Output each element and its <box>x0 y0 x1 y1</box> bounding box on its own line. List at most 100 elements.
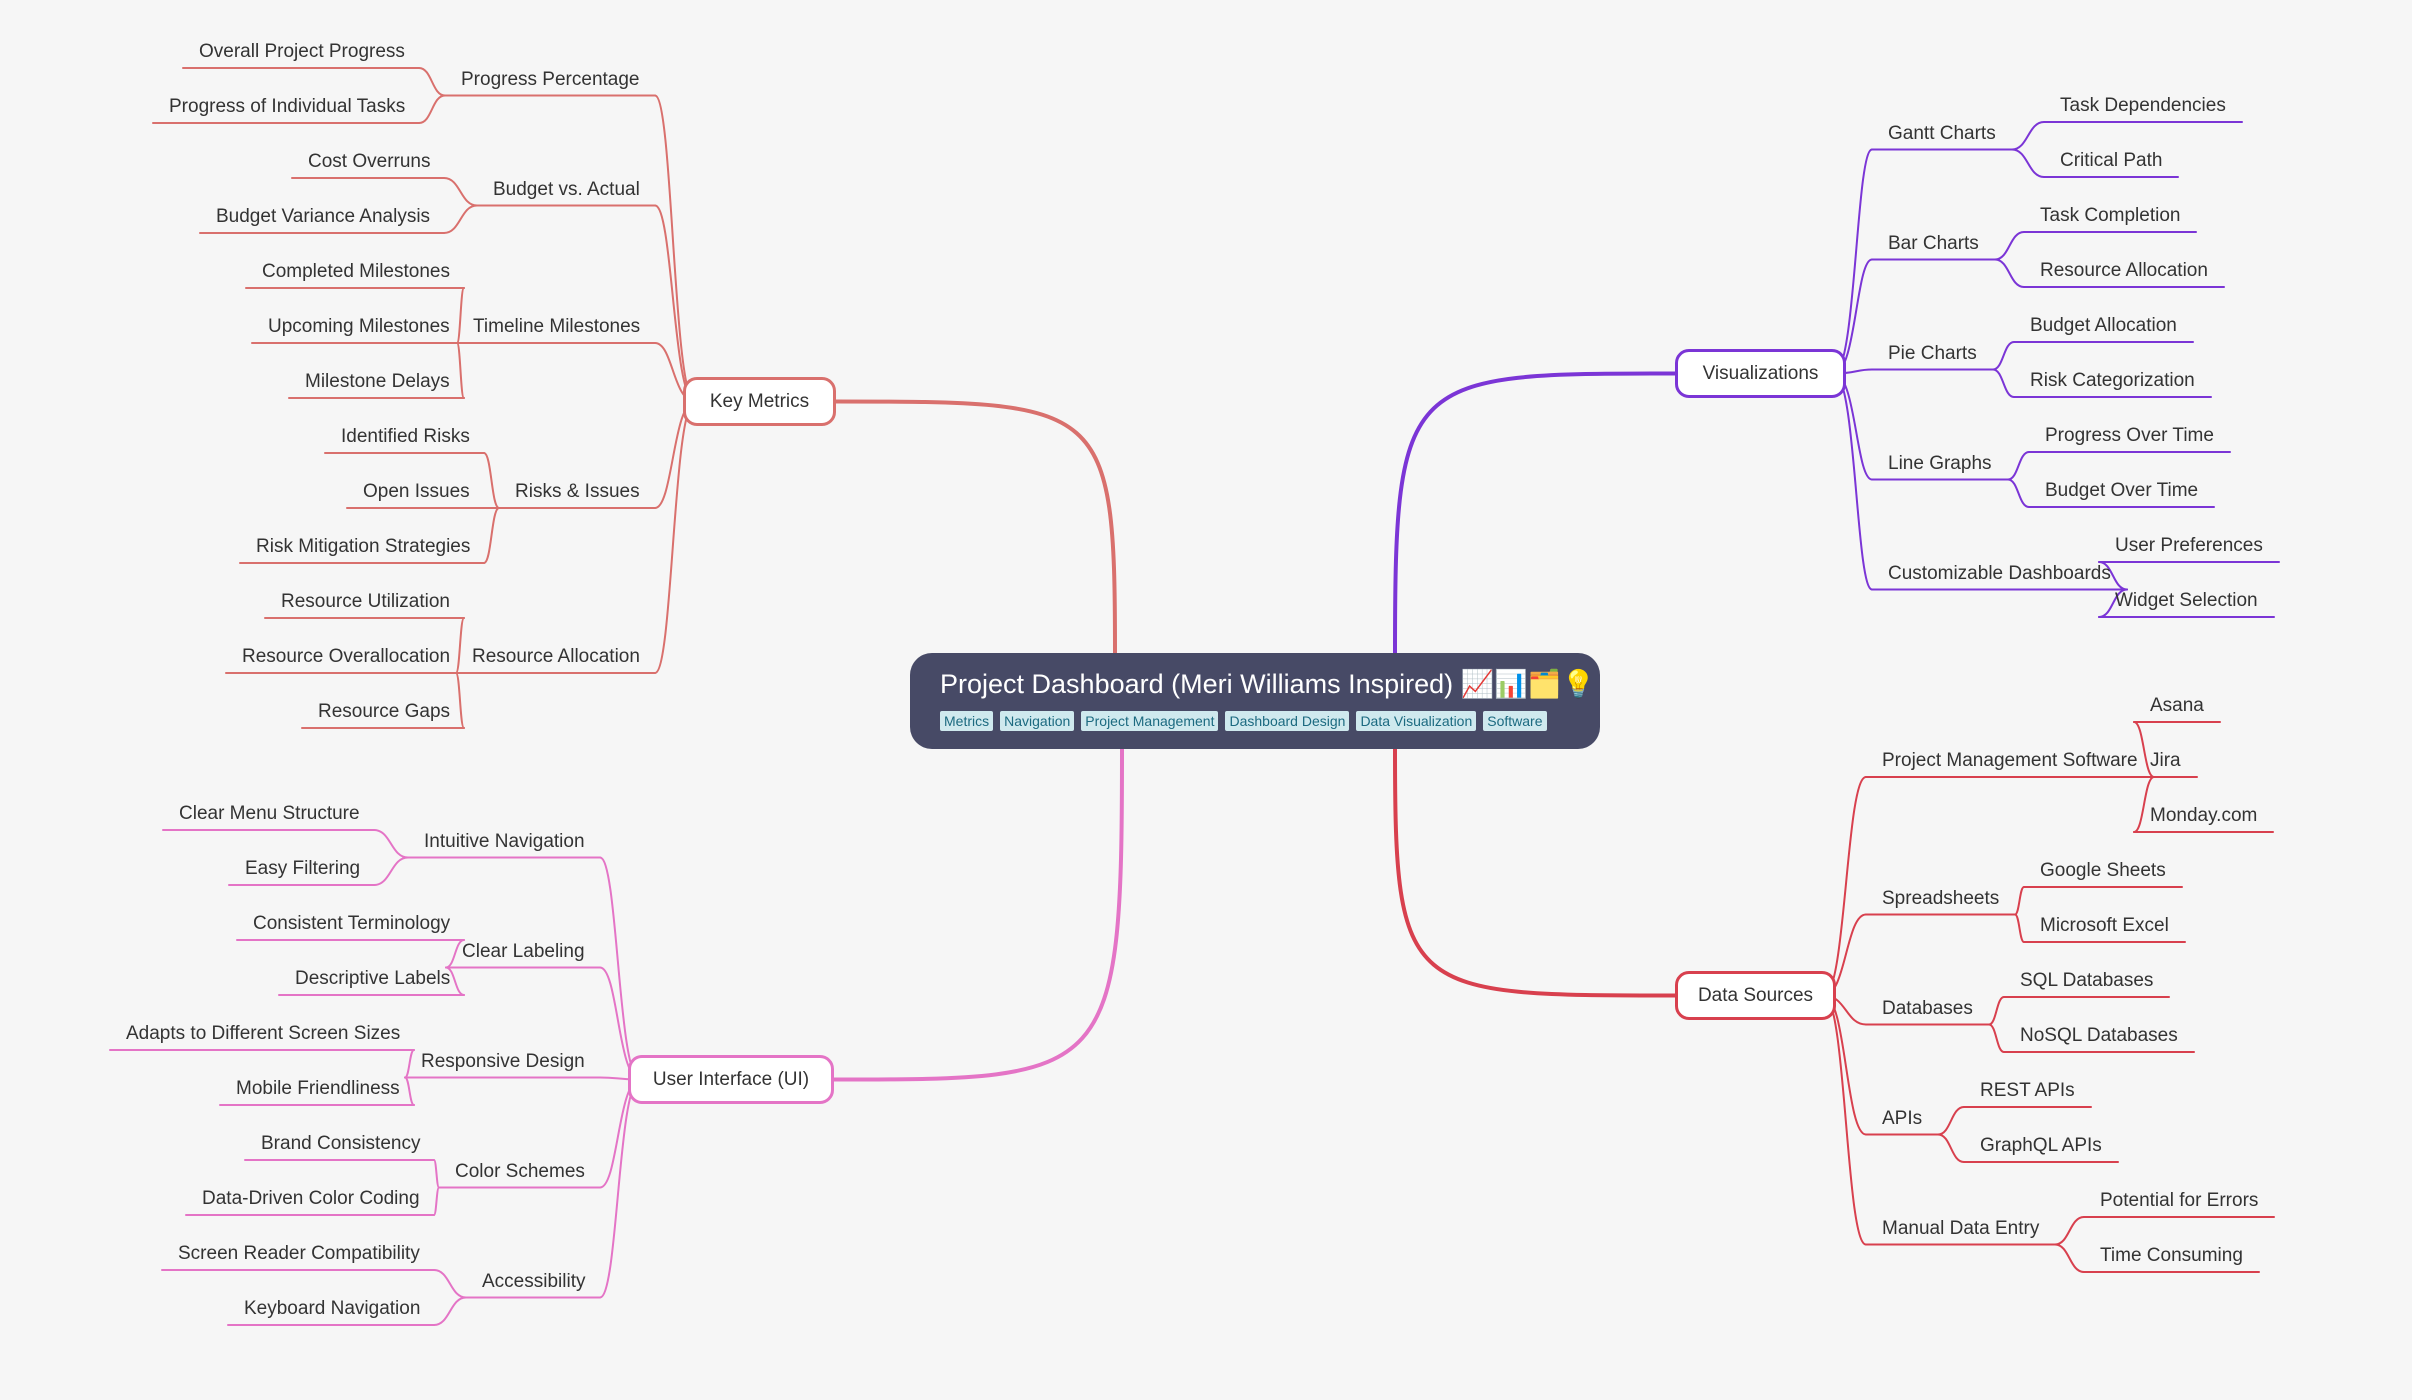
child-visualizations-3[interactable]: Line Graphs <box>1888 452 1992 474</box>
leaf-data-sources-0-1[interactable]: Jira <box>2150 750 2181 771</box>
edge-leaf-data-sources-1-1 <box>2014 913 2025 943</box>
leaf-key-metrics-3-0[interactable]: Identified Risks <box>341 426 470 447</box>
edge-leaf-user-interface-0-1 <box>373 856 409 886</box>
child-data-sources-4[interactable]: Manual Data Entry <box>1882 1217 2040 1239</box>
leaf-key-metrics-4-2[interactable]: Resource Gaps <box>318 701 451 722</box>
leaf-key-metrics-4-1[interactable]: Resource Overallocation <box>242 646 451 667</box>
root-node[interactable]: Project Dashboard (Meri Williams Inspire… <box>910 653 1600 749</box>
edge-branch-visualizations-0 <box>1833 148 1873 375</box>
leaf-key-metrics-0-0[interactable]: Overall Project Progress <box>199 41 405 62</box>
edge-leaf-data-sources-3-1 <box>1937 1133 1965 1163</box>
edge-leaf-visualizations-3-1 <box>2007 478 2030 508</box>
edge-leaf-user-interface-0-0 <box>373 829 409 859</box>
child-key-metrics-4[interactable]: Resource Allocation <box>472 646 640 667</box>
edge-leaf-key-metrics-0-0 <box>418 67 446 97</box>
edge-leaf-data-sources-4-0 <box>2054 1216 2085 1246</box>
leaf-key-metrics-0-1[interactable]: Progress of Individual Tasks <box>169 96 406 117</box>
leaf-data-sources-0-0[interactable]: Asana <box>2150 695 2204 716</box>
leaf-data-sources-2-1[interactable]: NoSQL Databases <box>2020 1025 2178 1046</box>
leaf-data-sources-3-0[interactable]: REST APIs <box>1980 1080 2075 1101</box>
leaf-visualizations-4-1[interactable]: Widget Selection <box>2115 590 2258 611</box>
child-key-metrics-1[interactable]: Budget vs. Actual <box>493 178 640 200</box>
leaf-user-interface-3-1[interactable]: Data-Driven Color Coding <box>202 1188 420 1209</box>
branch-user-interface[interactable]: User Interface (UI) <box>628 1055 834 1104</box>
edge-root-user-interface <box>832 747 1124 1082</box>
edge-leaf-data-sources-4-1 <box>2054 1243 2085 1273</box>
leaf-user-interface-4-0[interactable]: Screen Reader Compatibility <box>178 1243 420 1264</box>
child-data-sources-0[interactable]: Project Management Software <box>1882 750 2138 771</box>
child-user-interface-3[interactable]: Color Schemes <box>455 1160 585 1182</box>
leaf-data-sources-1-0[interactable]: Google Sheets <box>2040 860 2166 881</box>
edge-branch-key-metrics-1 <box>654 204 696 403</box>
leaf-user-interface-0-0[interactable]: Clear Menu Structure <box>179 803 360 824</box>
leaf-visualizations-3-1[interactable]: Budget Over Time <box>2045 480 2199 501</box>
leaf-user-interface-1-0[interactable]: Consistent Terminology <box>253 913 451 934</box>
edge-branch-user-interface-4 <box>599 1078 641 1299</box>
leaf-user-interface-1-1[interactable]: Descriptive Labels <box>295 968 451 989</box>
edge-leaf-key-metrics-1-1 <box>443 204 478 234</box>
leaf-key-metrics-3-1[interactable]: Open Issues <box>363 481 470 502</box>
leaf-visualizations-3-0[interactable]: Progress Over Time <box>2045 425 2214 446</box>
edge-leaf-user-interface-3-1 <box>433 1186 440 1216</box>
child-key-metrics-0[interactable]: Progress Percentage <box>461 68 640 90</box>
child-user-interface-4[interactable]: Accessibility <box>482 1270 586 1292</box>
branch-data-sources[interactable]: Data Sources <box>1675 971 1836 1020</box>
child-visualizations-1[interactable]: Bar Charts <box>1888 232 1979 254</box>
branch-key-metrics[interactable]: Key Metrics <box>683 377 836 426</box>
leaf-data-sources-3-1[interactable]: GraphQL APIs <box>1980 1135 2102 1156</box>
edge-leaf-visualizations-3-0 <box>2007 451 2030 481</box>
leaf-visualizations-4-0[interactable]: User Preferences <box>2115 535 2263 556</box>
leaf-data-sources-2-0[interactable]: SQL Databases <box>2020 970 2154 991</box>
edge-root-visualizations <box>1393 371 1677 655</box>
leaf-data-sources-4-1[interactable]: Time Consuming <box>2100 1245 2243 1266</box>
edge-leaf-data-sources-1-0 <box>2014 886 2025 916</box>
leaf-user-interface-2-1[interactable]: Mobile Friendliness <box>236 1078 400 1099</box>
tag-project-management[interactable]: Project Management <box>1081 711 1219 731</box>
leaf-data-sources-1-1[interactable]: Microsoft Excel <box>2040 915 2169 936</box>
leaf-user-interface-2-0[interactable]: Adapts to Different Screen Sizes <box>126 1023 401 1044</box>
edge-leaf-key-metrics-2-0 <box>456 287 465 344</box>
child-visualizations-2[interactable]: Pie Charts <box>1888 342 1977 364</box>
leaf-data-sources-4-0[interactable]: Potential for Errors <box>2100 1190 2259 1211</box>
tag-navigation[interactable]: Navigation <box>1000 711 1075 731</box>
leaf-visualizations-2-1[interactable]: Risk Categorization <box>2030 370 2195 391</box>
edge-leaf-user-interface-3-0 <box>433 1159 440 1189</box>
leaf-key-metrics-4-0[interactable]: Resource Utilization <box>281 591 450 612</box>
leaf-data-sources-0-2[interactable]: Monday.com <box>2150 805 2258 826</box>
branch-visualizations[interactable]: Visualizations <box>1675 349 1846 398</box>
child-user-interface-2[interactable]: Responsive Design <box>421 1050 585 1072</box>
leaf-user-interface-3-0[interactable]: Brand Consistency <box>261 1133 421 1154</box>
leaf-key-metrics-2-0[interactable]: Completed Milestones <box>262 261 450 282</box>
edge-leaf-visualizations-1-0 <box>1994 231 2025 261</box>
tag-software[interactable]: Software <box>1483 711 1547 731</box>
child-key-metrics-3[interactable]: Risks & Issues <box>515 481 640 502</box>
child-data-sources-3[interactable]: APIs <box>1882 1107 1923 1129</box>
edge-leaf-key-metrics-4-2 <box>455 672 465 729</box>
child-data-sources-2[interactable]: Databases <box>1882 997 1973 1019</box>
child-visualizations-4[interactable]: Customizable Dashboards <box>1888 562 2111 584</box>
tag-metrics[interactable]: Metrics <box>940 711 994 731</box>
child-user-interface-1[interactable]: Clear Labeling <box>462 940 585 962</box>
tag-data-visualization[interactable]: Data Visualization <box>1356 711 1477 731</box>
leaf-key-metrics-1-0[interactable]: Cost Overruns <box>308 151 431 172</box>
leaf-visualizations-0-0[interactable]: Task Dependencies <box>2060 95 2226 116</box>
child-user-interface-0[interactable]: Intuitive Navigation <box>424 830 585 852</box>
child-key-metrics-2[interactable]: Timeline Milestones <box>473 316 641 337</box>
leaf-user-interface-4-1[interactable]: Keyboard Navigation <box>244 1298 421 1319</box>
leaf-key-metrics-3-2[interactable]: Risk Mitigation Strategies <box>256 536 471 557</box>
leaf-visualizations-0-1[interactable]: Critical Path <box>2060 150 2163 171</box>
edge-branch-data-sources-0 <box>1823 776 1867 997</box>
tag-dashboard-design[interactable]: Dashboard Design <box>1225 711 1350 731</box>
child-data-sources-1[interactable]: Spreadsheets <box>1882 887 2000 909</box>
leaf-visualizations-1-0[interactable]: Task Completion <box>2040 205 2181 226</box>
leaf-key-metrics-1-1[interactable]: Budget Variance Analysis <box>216 206 431 227</box>
child-visualizations-0[interactable]: Gantt Charts <box>1888 122 1996 144</box>
edge-leaf-user-interface-4-1 <box>433 1296 467 1326</box>
leaf-visualizations-2-0[interactable]: Budget Allocation <box>2030 315 2177 336</box>
edge-leaf-user-interface-1-1 <box>445 966 465 996</box>
leaf-key-metrics-2-1[interactable]: Upcoming Milestones <box>268 316 450 337</box>
leaf-user-interface-0-1[interactable]: Easy Filtering <box>245 858 361 879</box>
leaf-key-metrics-2-2[interactable]: Milestone Delays <box>305 371 450 392</box>
leaf-visualizations-1-1[interactable]: Resource Allocation <box>2040 260 2208 281</box>
